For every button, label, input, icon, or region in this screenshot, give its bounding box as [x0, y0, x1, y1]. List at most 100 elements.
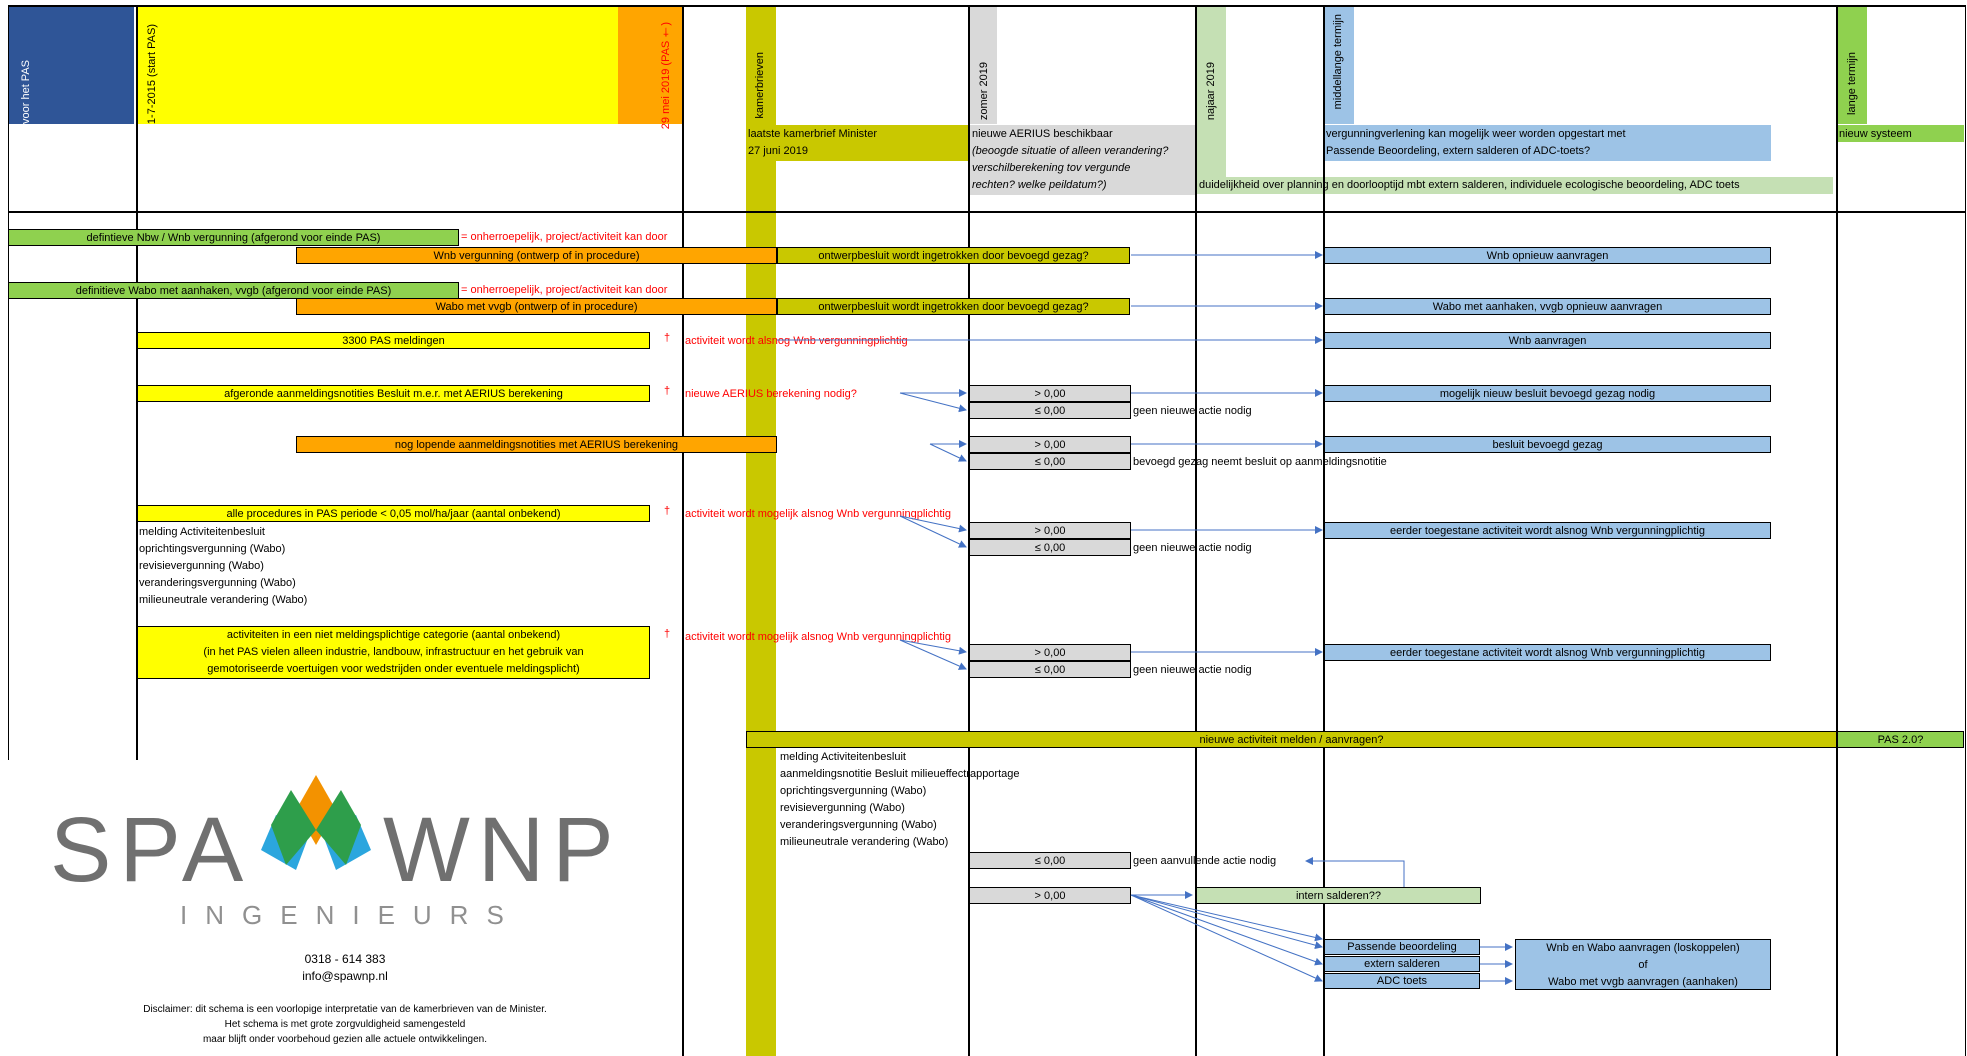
dagger-3: † — [664, 505, 671, 517]
result-line-1: Wnb en Wabo aanvragen (loskoppelen) — [1546, 942, 1740, 954]
bar-wnb-aanvragen: Wnb aanvragen — [1324, 332, 1771, 349]
header-bottom-border — [8, 211, 1966, 213]
bar-pas2: PAS 2.0? — [1837, 731, 1964, 748]
header-pas-period-block — [136, 6, 683, 124]
text-geen-aanvullende: geen aanvullende actie nodig — [1133, 855, 1277, 867]
divider-lange — [1836, 6, 1838, 1056]
kamerbrief-note-2: 27 juni 2019 — [748, 145, 808, 157]
bar-wabo-opnieuw: Wabo met aanhaken, vvgb opnieuw aanvrage… — [1324, 298, 1771, 315]
bar-besluit-bg: besluit bevoegd gezag — [1324, 436, 1771, 453]
header-top-border — [8, 5, 1966, 7]
text-alsnog-wnb: activiteit wordt alsnog Wnb vergunningpl… — [685, 335, 908, 347]
bar-def-wabo: definitieve Wabo met aanhaken, vvgb (afg… — [8, 282, 459, 299]
vergunning-note-1: vergunningverlening kan mogelijk weer wo… — [1326, 128, 1626, 140]
bar-result: Wnb en Wabo aanvragen (loskoppelen) of W… — [1515, 939, 1771, 990]
list2-item-4: revisievergunning (Wabo) — [780, 802, 905, 814]
text-onherroepelijk-2: = onherroepelijk, project/activiteit kan… — [461, 284, 668, 296]
aerius-note-3: verschilberekening tov vergunde — [972, 162, 1131, 174]
header-najaar-block — [1196, 6, 1226, 179]
nieuw-systeem-bar — [1837, 125, 1964, 142]
bar-wabo-ontwerp: Wabo met vvgb (ontwerp of in procedure) — [296, 298, 777, 315]
bar-extern: extern salderen — [1324, 956, 1480, 972]
header-pas-end-block — [618, 6, 683, 124]
text-geen-nieuwe-2: geen nieuwe actie nodig — [1133, 542, 1252, 554]
divider-pas-end — [682, 6, 684, 1056]
dagger-1: † — [664, 332, 671, 344]
aerius-note-4: rechten? welke peildatum?) — [972, 179, 1107, 191]
val-gt-3: > 0,00 — [969, 522, 1131, 539]
list2-item-6: milieuneutrale verandering (Wabo) — [780, 836, 949, 848]
text-onherroepelijk-1: = onherroepelijk, project/activiteit kan… — [461, 231, 668, 243]
list2-item-2: aanmeldingsnotitie Besluit milieueffectr… — [780, 768, 1020, 780]
list-item-1: melding Activiteitenbesluit — [139, 526, 265, 538]
bar-pas-meldingen: 3300 PAS meldingen — [137, 332, 650, 349]
niet-meld-line-2: (in het PAS vielen alleen industrie, lan… — [203, 646, 584, 658]
niet-meld-line-1: activiteiten in een niet meldingsplichti… — [226, 629, 561, 641]
dagger-4: † — [664, 628, 671, 640]
kamerbrief-note-1: laatste kamerbrief Minister — [748, 128, 877, 140]
vergunning-note-2: Passende Beoordeling, extern salderen of… — [1326, 145, 1591, 157]
val-le-4: ≤ 0,00 — [969, 661, 1131, 678]
bar-passende: Passende beoordeling — [1324, 939, 1480, 955]
list2-item-1: melding Activiteitenbesluit — [780, 751, 906, 763]
logo-area: SPA WNP INGENIEURS 0318 - 614 383 info@s… — [8, 760, 682, 1056]
nieuw-systeem-text: nieuw systeem — [1839, 128, 1912, 140]
val-gt-2: > 0,00 — [969, 436, 1131, 453]
header-voor-pas-block — [8, 6, 134, 124]
aerius-note-1: nieuwe AERIUS beschikbaar — [972, 128, 1113, 140]
vergunning-note-bar — [1324, 125, 1771, 161]
contact-email: info@spawnp.nl — [302, 969, 388, 983]
header-lange-block — [1837, 6, 1867, 124]
aerius-note-2: (beoogde situatie of alleen verandering? — [972, 145, 1169, 157]
val-le-2: ≤ 0,00 — [969, 453, 1131, 470]
bar-adc: ADC toets — [1324, 973, 1480, 989]
val-le-5: ≤ 0,00 — [969, 852, 1131, 869]
bar-alle-procedures: alle procedures in PAS periode < 0,05 mo… — [137, 505, 650, 522]
list2-item-5: veranderingsvergunning (Wabo) — [780, 819, 937, 831]
text-mogelijk-alsnog-2: activiteit wordt mogelijk alsnog Wnb ver… — [685, 631, 951, 643]
logo-name-left: SPA — [50, 799, 252, 901]
bar-intern-salderen: intern salderen?? — [1196, 887, 1481, 904]
bar-ingetrokken-2: ontwerpbesluit wordt ingetrokken door be… — [777, 298, 1130, 315]
text-geen-nieuwe-1: geen nieuwe actie nodig — [1133, 405, 1252, 417]
list-item-4: veranderingsvergunning (Wabo) — [139, 577, 296, 589]
val-gt-1: > 0,00 — [969, 385, 1131, 402]
text-bevoegd-neemt: bevoegd gezag neemt besluit op aanmeldin… — [1133, 456, 1387, 468]
logo-sub: INGENIEURS — [180, 900, 522, 930]
border-left — [8, 6, 9, 1056]
disclaimer-1: Disclaimer: dit schema is een voorlopige… — [143, 1004, 547, 1015]
divider-najaar — [1195, 6, 1197, 1056]
text-geen-nieuwe-3: geen nieuwe actie nodig — [1133, 664, 1252, 676]
duidelijkheid-bar — [1196, 177, 1833, 194]
bar-niet-meldingsplichtig: activiteiten in een niet meldingsplichti… — [137, 626, 650, 679]
bar-eerder-toegestaan-2: eerder toegestane activiteit wordt alsno… — [1324, 644, 1771, 661]
header-zomer-block — [969, 6, 997, 124]
bar-def-nbw: defintieve Nbw / Wnb vergunning (afgeron… — [8, 229, 459, 246]
bar-eerder-toegestaan-1: eerder toegestane activiteit wordt alsno… — [1324, 522, 1771, 539]
val-le-3: ≤ 0,00 — [969, 539, 1131, 556]
logo-name-right: WNP — [383, 799, 622, 901]
text-mogelijk-alsnog-1: activiteit wordt mogelijk alsnog Wnb ver… — [685, 508, 951, 520]
border-right — [1965, 6, 1966, 1056]
list2-item-3: oprichtingsvergunning (Wabo) — [780, 785, 927, 797]
result-line-3: Wabo met vvgb aanvragen (aanhaken) — [1548, 976, 1738, 988]
val-le-1: ≤ 0,00 — [969, 402, 1131, 419]
logo-mark-icon — [261, 775, 371, 870]
disclaimer-3: maar blijft onder voorbehoud gezien alle… — [202, 1034, 488, 1045]
bar-afgeronde: afgeronde aanmeldingsnotities Besluit m.… — [137, 385, 650, 402]
bar-mogelijk-nieuw: mogelijk nieuw besluit bevoegd gezag nod… — [1324, 385, 1771, 402]
dagger-2: † — [664, 385, 671, 397]
list-item-3: revisievergunning (Wabo) — [139, 560, 264, 572]
header-middellange-block — [1324, 6, 1354, 124]
header-kamerbrieven-column — [746, 6, 776, 1056]
aerius-note-bar — [969, 125, 1196, 195]
list-item-5: milieuneutrale verandering (Wabo) — [139, 594, 308, 606]
bar-ingetrokken-1: ontwerpbesluit wordt ingetrokken door be… — [777, 247, 1130, 264]
val-gt-5: > 0,00 — [969, 887, 1131, 904]
niet-meld-line-3: gemotoriseerde voertuigen voor wedstrijd… — [207, 663, 580, 675]
bar-nieuwe-activiteit: nieuwe activiteit melden / aanvragen? — [746, 731, 1837, 748]
bar-lopende: nog lopende aanmeldingsnotities met AERI… — [296, 436, 777, 453]
result-line-2: of — [1638, 959, 1648, 971]
text-nieuwe-aerius: nieuwe AERIUS berekening nodig? — [685, 388, 857, 400]
